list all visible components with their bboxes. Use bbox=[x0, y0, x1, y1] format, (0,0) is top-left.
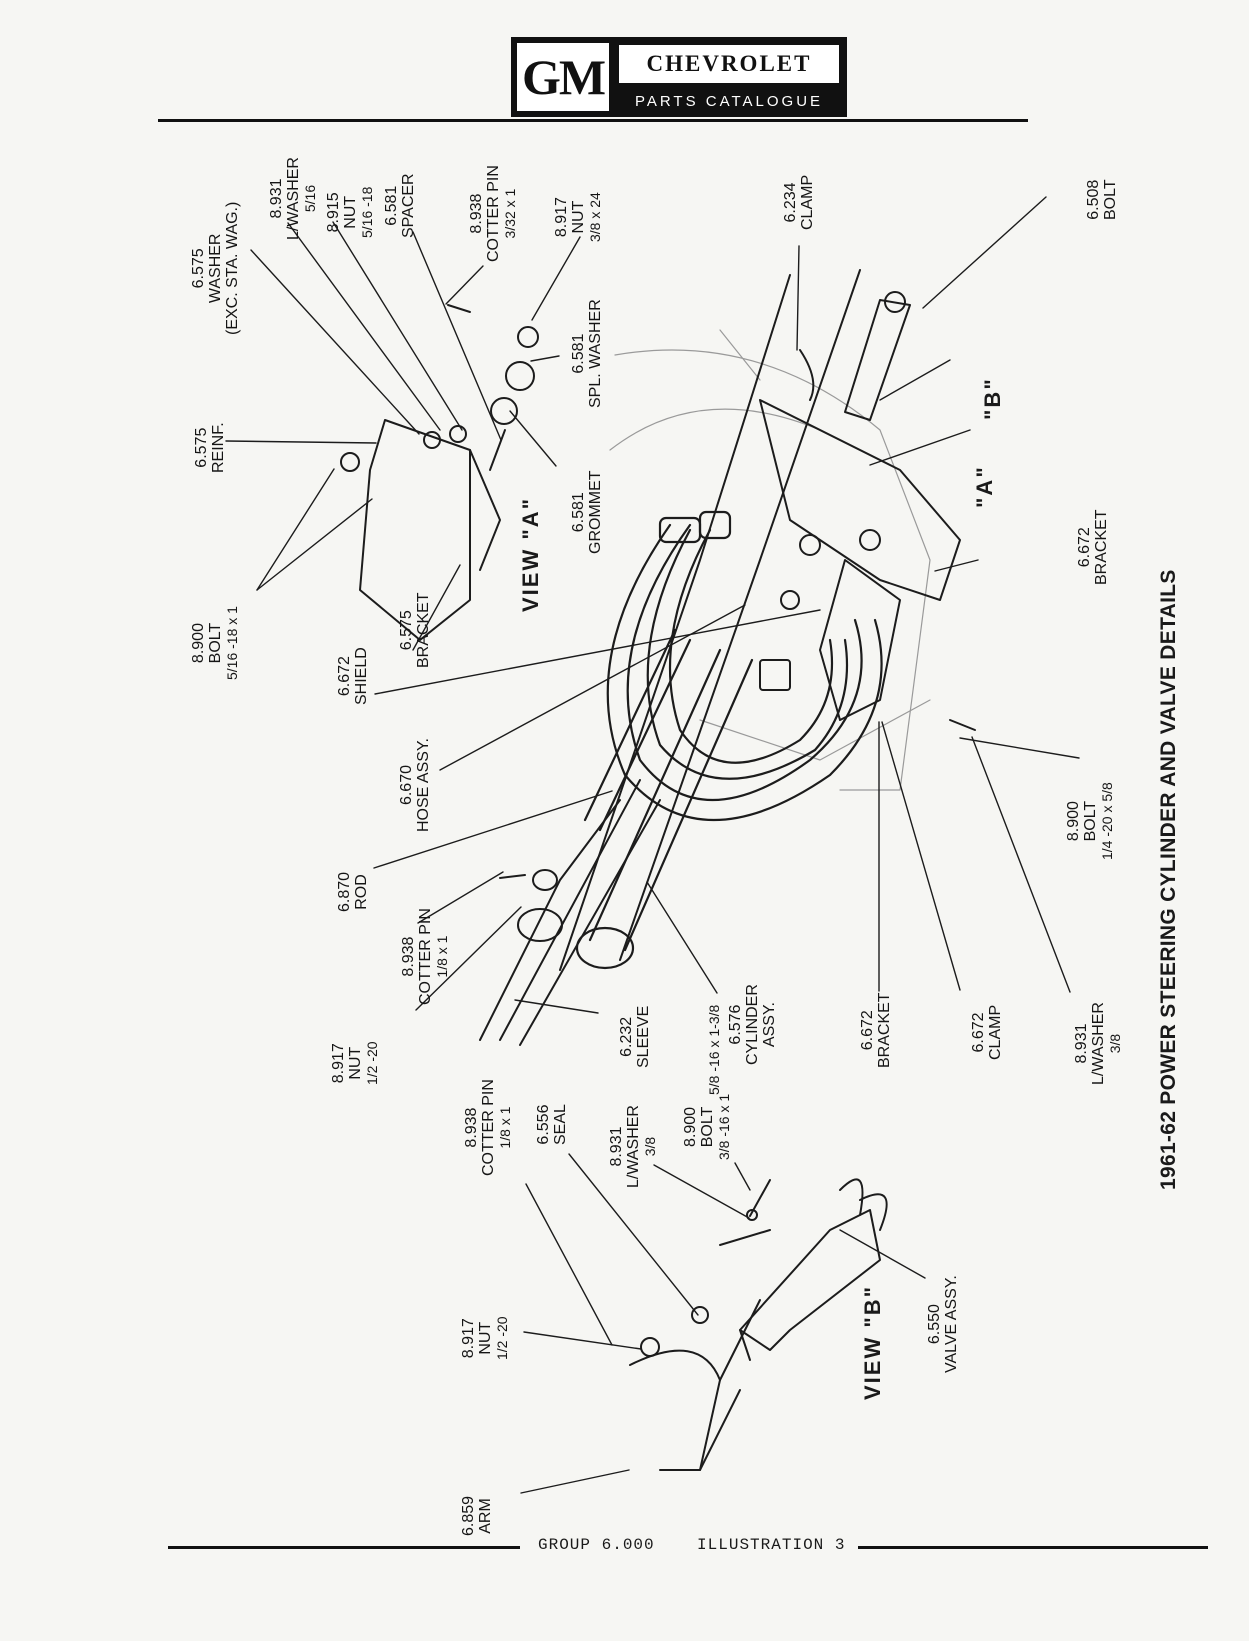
callout-arm-6859: 6.859 ARM bbox=[460, 1495, 494, 1536]
callout-hose-assy-6670: 6.670 HOSE ASSY. bbox=[398, 738, 432, 832]
view-b-marker: "B" bbox=[980, 377, 1005, 420]
gm-logo: GM bbox=[517, 43, 609, 111]
callout-valve-assy-6550: 6.550 VALVE ASSY. bbox=[926, 1275, 960, 1373]
footer-rule-left bbox=[168, 1546, 520, 1549]
footer-caption: GROUP 6.000 ILLUSTRATION 3 bbox=[538, 1536, 845, 1554]
callout-washer-6575: 6.575 WASHER (EXC. STA. WAG.) bbox=[190, 201, 241, 335]
footer-rule-right bbox=[858, 1546, 1208, 1549]
view-a-marker: "A" bbox=[972, 465, 997, 508]
callout-grommet-6581: 6.581 GROMMET bbox=[570, 470, 604, 554]
group-number: GROUP 6.000 bbox=[538, 1536, 655, 1554]
callout-nut-8917-view-b: 8.917 NUT 1/2 -20 bbox=[460, 1316, 510, 1360]
cylinder-drawing bbox=[575, 628, 754, 970]
callout-clamp-6234: 6.234 CLAMP bbox=[782, 174, 816, 230]
callout-shield-6672: 6.672 SHIELD bbox=[336, 647, 370, 705]
callout-lwasher-8931-view-b: 8.931 L/WASHER 3/8 bbox=[608, 1105, 658, 1188]
view-a-drawing bbox=[340, 304, 539, 641]
callout-spacer-6581: 6.581 SPACER bbox=[383, 173, 417, 238]
catalogue-header: GM CHEVROLET PARTS CATALOGUE bbox=[511, 37, 847, 117]
callout-bolt-8900-view-a: 8.900 BOLT 5/16 -18 x 1 bbox=[190, 606, 240, 680]
catalogue-subtitle: PARTS CATALOGUE bbox=[634, 92, 824, 110]
callout-cylinder-assy-label: 6.576 CYLINDER ASSY. bbox=[727, 984, 778, 1065]
sleeve-drawing bbox=[499, 869, 563, 942]
header-rule bbox=[158, 119, 1028, 122]
hose-assembly-drawing bbox=[606, 510, 883, 822]
callout-bracket-6672-bottom: 6.672 BRACKET bbox=[859, 992, 893, 1068]
callout-cotter-pin-8938-mid: 8.938 COTTER PIN 1/8 x 1 bbox=[400, 908, 450, 1005]
callout-spl-washer-6581: 6.581 SPL. WASHER bbox=[570, 299, 604, 408]
illustration-title: 1961-62 POWER STEERING CYLINDER AND VALV… bbox=[1157, 569, 1180, 1190]
callout-rod-6870: 6.870 ROD bbox=[336, 871, 370, 912]
callout-bolt-8900-view-b: 8.900 BOLT 3/8 -16 x 1 bbox=[682, 1093, 732, 1160]
view-b-drawing bbox=[629, 1178, 888, 1471]
callout-lwasher-8931-top: 8.931 L/WASHER 5/16 bbox=[268, 157, 318, 240]
callout-bolt-6508: 6.508 BOLT bbox=[1085, 179, 1119, 220]
callout-cotter-pin-8938-view-b: 8.938 COTTER PIN 1/8 x 1 bbox=[463, 1079, 513, 1176]
callout-nut-8917-top: 8.917 NUT 3/8 x 24 bbox=[553, 192, 603, 242]
callout-cotter-pin-8938-top: 8.938 COTTER PIN 3/32 x 1 bbox=[468, 165, 518, 262]
callout-bolt-8900-quarter: 8.900 BOLT 1/4 -20 x 5/8 bbox=[1065, 782, 1115, 860]
callout-bracket-6672-top: 6.672 BRACKET bbox=[1076, 509, 1110, 585]
leader-lines bbox=[225, 196, 1080, 1494]
view-b-label: VIEW "B" bbox=[860, 1284, 885, 1400]
callout-seal-6556: 6.556 SEAL bbox=[535, 1104, 569, 1145]
callout-bracket-6575: 6.575 BRACKET bbox=[398, 592, 432, 668]
callout-lwasher-8931-mid: 8.931 L/WASHER 3/8 bbox=[1073, 1002, 1123, 1085]
callout-nut-8915: 8.915 NUT 5/16 -18 bbox=[325, 186, 375, 238]
callout-clamp-6672: 6.672 CLAMP bbox=[970, 1004, 1004, 1060]
view-a-label: VIEW "A" bbox=[518, 496, 543, 612]
illustration-number: ILLUSTRATION 3 bbox=[697, 1536, 846, 1554]
chassis-outline bbox=[609, 329, 931, 791]
callout-nut-8917-mid: 8.917 NUT 1/2 -20 bbox=[330, 1041, 380, 1085]
callout-cylinder-assy-6576: 5/8 -16 x 1-3/8 bbox=[706, 1004, 722, 1095]
callout-reinf-6575: 6.575 REINF. bbox=[193, 422, 227, 473]
callout-sleeve-6232: 6.232 SLEEVE bbox=[618, 1005, 652, 1068]
brand-name: CHEVROLET bbox=[619, 45, 839, 83]
bracket-cluster-drawing bbox=[759, 291, 976, 731]
